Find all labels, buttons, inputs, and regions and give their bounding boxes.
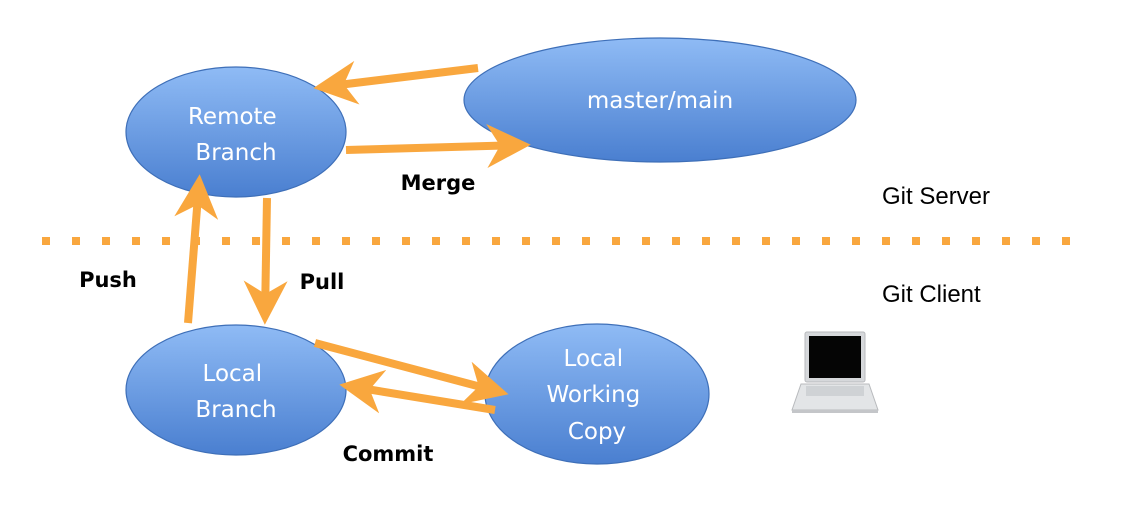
arrow-push [174, 174, 219, 324]
local-working-copy-label: Local Working Copy [546, 346, 647, 445]
arrow-master-to-remote [313, 60, 479, 105]
laptop-icon [791, 331, 879, 413]
working-copy-line1: Local [564, 346, 624, 372]
push-label: Push [79, 268, 137, 292]
node-local-branch [125, 324, 347, 456]
pull-label: Pull [300, 270, 345, 294]
local-branch-line1: Local [203, 361, 263, 387]
master-main-label: master/main [587, 88, 733, 114]
node-remote-branch [125, 66, 347, 198]
arrow-pull [243, 197, 288, 325]
arrow-commit [339, 369, 496, 414]
local-branch-line2: Branch [195, 397, 276, 423]
remote-branch-line1: Remote [188, 104, 277, 130]
commit-label: Commit [343, 442, 434, 466]
working-copy-line2: Working [546, 382, 640, 408]
remote-branch-line2: Branch [195, 140, 276, 166]
git-client-label: Git Client [882, 281, 981, 308]
working-copy-line3: Copy [568, 419, 626, 445]
remote-branch-label: Remote Branch [188, 104, 284, 166]
node-master-main [463, 37, 857, 163]
local-branch-label: Local Branch [195, 361, 276, 423]
merge-label: Merge [401, 171, 476, 195]
arrow-merge-remote-to-master [345, 124, 531, 168]
arrow-local-to-working [313, 339, 509, 405]
git-server-label: Git Server [882, 183, 990, 210]
